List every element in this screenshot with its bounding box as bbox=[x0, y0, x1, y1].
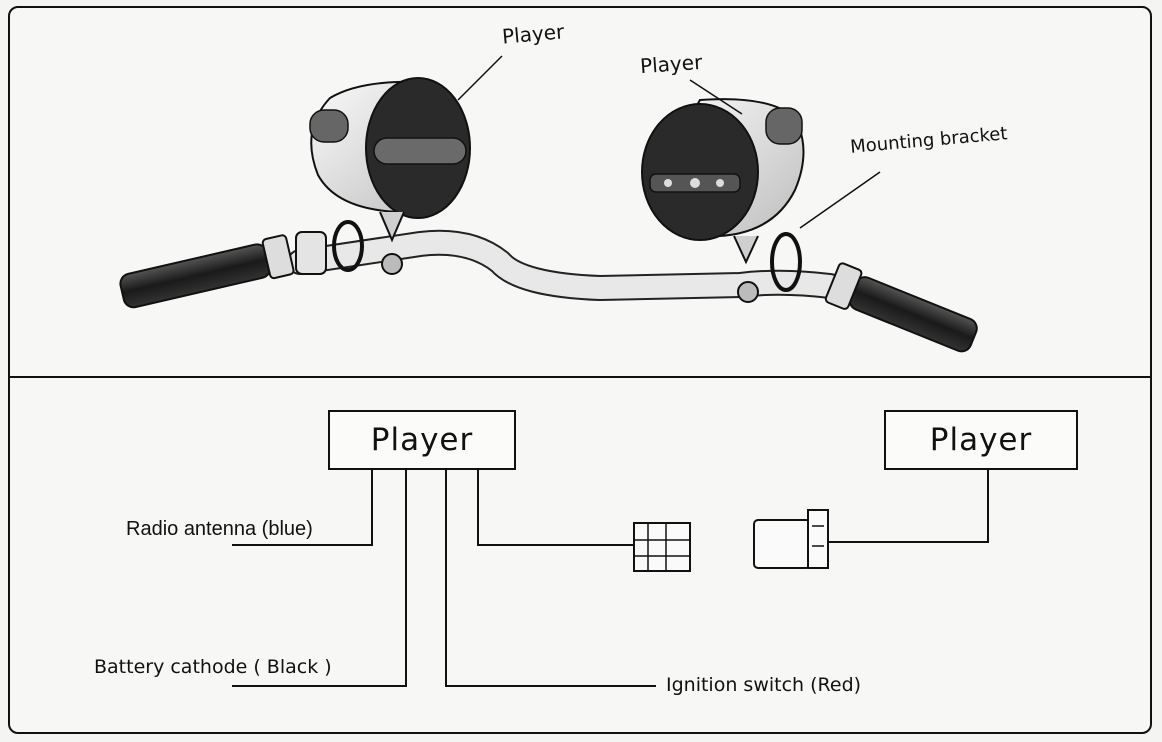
leader-player-left bbox=[457, 55, 503, 101]
right-player bbox=[641, 98, 805, 303]
player-box-right: Player bbox=[884, 410, 1078, 470]
right-grip bbox=[824, 262, 978, 353]
player-box-left: Player bbox=[328, 410, 516, 470]
label-radio-antenna: Radio antenna (blue) bbox=[126, 518, 313, 540]
label-ignition-switch: Ignition switch (Red) bbox=[666, 674, 862, 696]
left-clamp bbox=[295, 231, 327, 275]
callout-player-right: Player bbox=[639, 49, 704, 79]
label-battery-cathode: Battery cathode ( Black ) bbox=[94, 656, 332, 678]
leader-player-right bbox=[689, 79, 743, 115]
diagram-frame bbox=[8, 6, 1152, 734]
leader-mounting-bracket bbox=[799, 171, 881, 229]
connector-right bbox=[753, 509, 829, 569]
left-player bbox=[309, 77, 471, 275]
left-grip bbox=[119, 234, 295, 309]
section-divider bbox=[8, 376, 1152, 378]
wiring-lines bbox=[232, 468, 989, 687]
connector-left bbox=[633, 522, 691, 572]
